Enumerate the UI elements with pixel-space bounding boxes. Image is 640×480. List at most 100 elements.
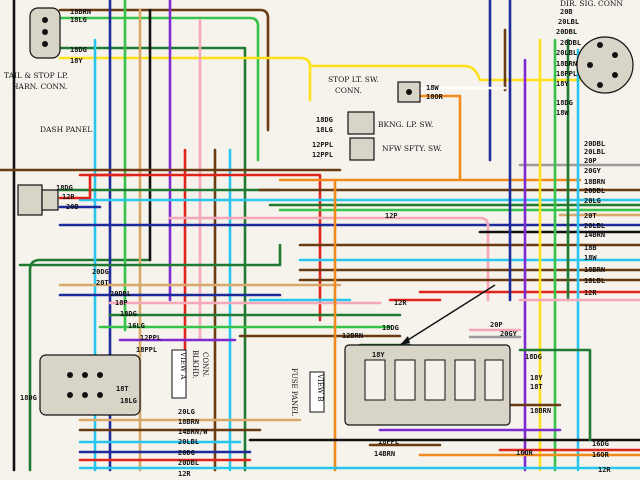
caption-dir-sig: DIR. SIG. CONN <box>560 0 623 8</box>
wire-label: 18DG <box>382 324 399 332</box>
wire-label: 12R <box>394 299 407 307</box>
wire-brown-top <box>58 8 270 132</box>
wire-label: 12PPL <box>312 151 333 159</box>
connector-pin <box>82 392 88 398</box>
caption-stop-lt: STOP LT. SW. <box>328 75 379 84</box>
caption-view-b: VIEW B <box>316 373 324 402</box>
wire-label: 16OR <box>516 449 534 457</box>
connector-pin <box>597 82 603 88</box>
wire-red-18dg-run <box>78 173 322 322</box>
wire-label: 20LBL <box>558 18 579 26</box>
wire-label: 18DG <box>525 353 542 361</box>
connector-pin <box>67 392 73 398</box>
caption-blkhd-conn: CONN. <box>201 352 209 377</box>
connector-pin <box>82 372 88 378</box>
wire-label: 20DG <box>92 268 109 276</box>
wire-label: 18LG <box>120 397 137 405</box>
wire-label: 20T <box>584 212 597 220</box>
wire-label: 18DG <box>70 46 87 54</box>
wire-label: 12R <box>598 466 611 474</box>
wire-label: 14BRN <box>584 231 605 239</box>
wire-label: 18Y <box>70 57 83 65</box>
connector-pin <box>587 62 593 68</box>
wire-label: 20GY <box>584 167 602 175</box>
wire-yellow-long <box>308 64 602 82</box>
caption-blkhd: BLKHD. <box>191 350 199 379</box>
wire-label: 20LBL <box>178 438 199 446</box>
caption-nfw: NFW SFTY. SW. <box>382 144 442 153</box>
caption-fuse-panel: FUSE PANEL <box>290 368 298 416</box>
wire-label: 12PPL <box>140 334 161 342</box>
wire-label: 20DBL <box>584 140 605 148</box>
wire-label: 12BRN <box>342 332 363 340</box>
wire-label: 20P <box>490 321 503 329</box>
connector-pin <box>67 372 73 378</box>
fuse-slot <box>424 359 446 401</box>
connector-pin <box>612 52 618 58</box>
connector-pin <box>42 41 48 47</box>
wire-label: 20LG <box>584 197 601 205</box>
wire-label: 18W <box>584 254 597 262</box>
dir-signal-connector <box>576 36 634 94</box>
nfw-safety-switch-body <box>349 137 375 161</box>
wire-label: 18BRN <box>70 8 91 16</box>
wire-label: 20DG <box>178 449 195 457</box>
wire-label: 20B <box>560 8 573 16</box>
wire-label: 16LG <box>128 322 145 330</box>
bulkhead-connector-body <box>39 354 141 416</box>
backing-lamp-switch-body <box>347 111 375 135</box>
fuse-panel <box>309 284 511 426</box>
wire-label: 20T <box>96 279 109 287</box>
connector-pin <box>97 392 103 398</box>
caption-stop-conn: CONN. <box>335 86 362 95</box>
wire-label: 18W <box>426 84 439 92</box>
wire-dark-green-left2 <box>18 243 282 267</box>
wire-label: 20LBL <box>584 222 605 230</box>
wire-label: 18DG <box>20 394 37 402</box>
wire-label: 20LBL <box>584 148 605 156</box>
wire-label: 18DG <box>56 184 73 192</box>
wire-label: 18BRN <box>584 266 605 274</box>
wire-yellow-top <box>58 56 312 102</box>
connector-pin <box>97 372 103 378</box>
wire-dark-green-16dg <box>518 348 592 442</box>
connector-pin <box>42 29 48 35</box>
bulkhead-connector <box>39 349 187 416</box>
wire-labels: 18BRN 18LG 18DG 18Y 18DG 18LG 12PPL 12PP… <box>20 8 611 478</box>
wire-label: 18Y <box>530 374 543 382</box>
wire-label: 18LG <box>70 16 87 24</box>
wire-pink-12p <box>168 216 490 302</box>
wire-label: 20DBL <box>560 39 581 47</box>
caption-tail-stop: TAIL & STOP LP. <box>4 71 68 80</box>
connector-pin <box>612 72 618 78</box>
dash-panel-switch-plug <box>41 189 59 211</box>
wire-label: 20DBL <box>110 290 131 298</box>
leader-arrow <box>399 284 496 346</box>
stop-light-switch <box>397 81 421 103</box>
wire-label: 18Y <box>372 351 385 359</box>
dash-panel-switch-body <box>17 184 43 216</box>
wire-label: 18T <box>116 385 129 393</box>
wire-label: 18T <box>530 383 543 391</box>
fuse-slot <box>364 359 386 401</box>
wire-label: 12R <box>584 289 597 297</box>
wire-label: 18W <box>556 109 569 117</box>
wire-label: 20LBL <box>556 49 577 57</box>
wire-label: 20DBL <box>556 28 577 36</box>
backing-lamp-switch <box>347 111 375 161</box>
connector-pin <box>597 42 603 48</box>
fuse-slot <box>394 359 416 401</box>
wire-label: 20P <box>584 157 597 165</box>
wire-dark-green-left <box>28 258 152 472</box>
caption-harn-conn: HARN. CONN. <box>12 82 67 91</box>
wire-label: 20DBL <box>584 187 605 195</box>
wire-label: 14BRN <box>374 450 395 458</box>
wire-label: 12P <box>385 212 398 220</box>
wire-label: 12R <box>178 470 191 478</box>
wire-label: 16OR <box>592 451 610 459</box>
connector-pin <box>42 17 48 23</box>
wire-label: 18BRN <box>178 418 199 426</box>
tail-stop-connector <box>29 7 61 59</box>
